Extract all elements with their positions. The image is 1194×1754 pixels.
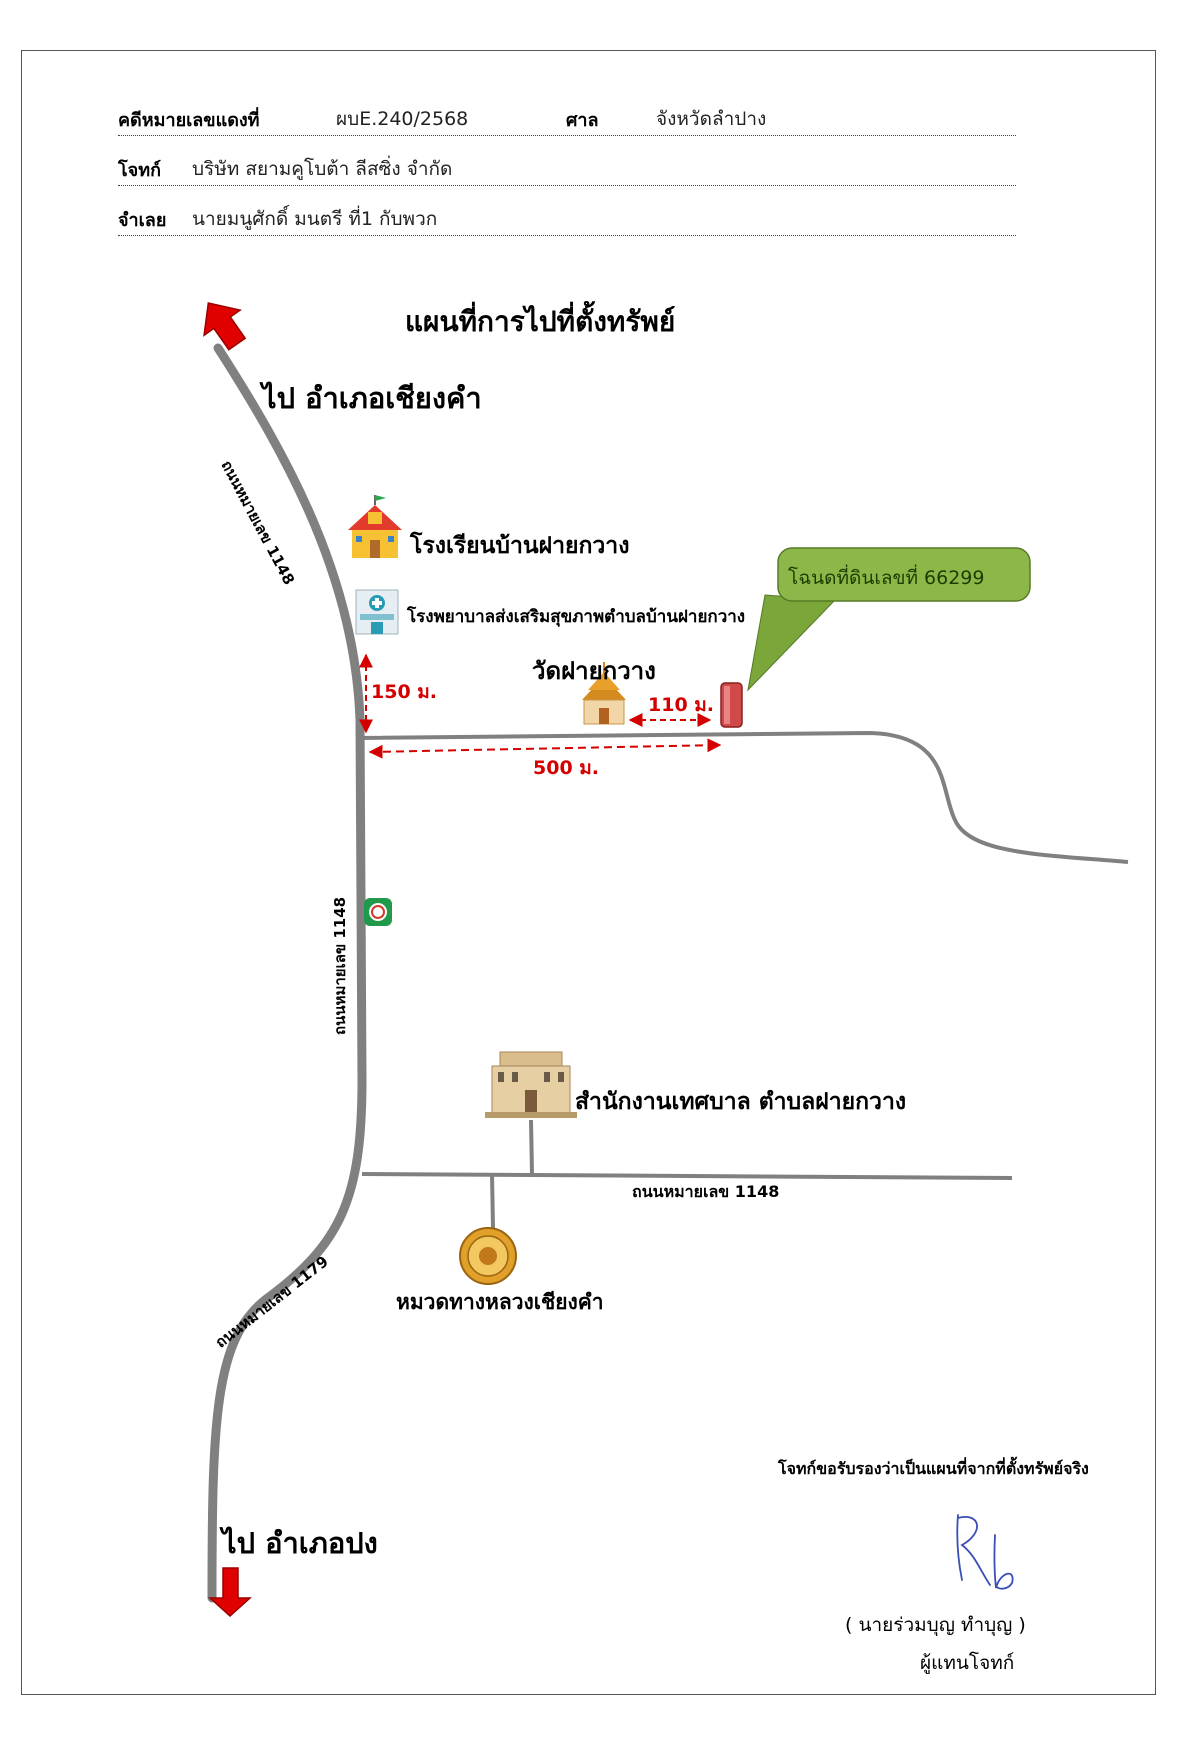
highway-office-label: หมวดทางหลวงเชียงคำ — [396, 1290, 604, 1314]
property-marker-icon — [720, 682, 743, 728]
case-row: คดีหมายเลขแดงที่ ผบE.240/2568 ศาล จังหวั… — [118, 107, 1016, 136]
north-arrow-icon — [203, 302, 247, 351]
east-road — [359, 730, 1129, 864]
hospital-label: โรงพยาบาลส่งเสริมสุขภาพตำบลบ้านฝายกวาง — [407, 607, 746, 627]
temple-label: วัดฝายกวาง — [532, 657, 656, 685]
highway-spur — [490, 1173, 495, 1229]
road-label-lower: ถนนหมายเลข 1148 — [632, 1182, 780, 1201]
highway-seal-icon — [459, 1227, 517, 1285]
plaintiff-row: โจทก์ บริษัท สยามคูโบต้า ลีสซิ่ง จำกัด — [118, 157, 1016, 186]
road-label-middle: ถนนหมายเลข 1148 — [331, 896, 349, 1035]
dist-110-label: 110 ม. — [648, 694, 715, 716]
south-arrow-icon — [208, 1567, 252, 1618]
document-frame — [21, 50, 1156, 1695]
case-label: คดีหมายเลขแดงที่ — [118, 110, 260, 131]
dist-150-label: 150 ม. — [371, 681, 438, 703]
court-label: ศาล — [566, 110, 599, 131]
school-icon — [348, 495, 402, 558]
to-south-label: ไป อำเภอปง — [222, 1526, 378, 1560]
signature-mark — [956, 1514, 1014, 1590]
deed-callout-label: โฉนดที่ดินเลขที่ 66299 — [788, 567, 985, 589]
dist-500-arrow — [368, 738, 722, 759]
municipal-label: สำนักงานเทศบาล ตำบลฝายกวาง — [575, 1089, 907, 1115]
signer-role: ผู้แทนโจทก์ — [920, 1652, 1015, 1674]
defendant-row: จำเลย นายมนูศักดิ์ มนตรี ที่1 กับพวก — [118, 207, 1016, 236]
plaintiff-value: บริษัท สยามคูโบต้า ลีสซิ่ง จำกัด — [192, 158, 453, 180]
temple-icon — [582, 662, 626, 725]
case-value: ผบE.240/2568 — [336, 108, 469, 130]
defendant-label: จำเลย — [118, 210, 167, 231]
defendant-value: นายมนูศักดิ์ มนตรี ที่1 กับพวก — [192, 208, 438, 230]
map-title: แผนที่การไปที่ตั้งทรัพย์ — [405, 305, 676, 338]
school-label: โรงเรียนบ้านฝายกวาง — [410, 533, 630, 559]
main-road — [207, 343, 367, 1603]
gas-station-icon — [364, 898, 392, 926]
certification-statement: โจทก์ขอรับรองว่าเป็นแผนที่จากที่ตั้งทรัพ… — [778, 1459, 1089, 1478]
municipal-spur — [529, 1119, 534, 1175]
court-value: จังหวัดลำปาง — [656, 108, 767, 130]
government-building-icon — [485, 1051, 577, 1118]
hospital-icon — [355, 589, 399, 635]
to-north-label: ไป อำเภอเชียงคำ — [262, 381, 482, 415]
lower-road — [361, 1172, 1013, 1180]
signer-name: ( นายร่วมบุญ ทำบุญ ) — [845, 1614, 1026, 1636]
dist-500-label: 500 ม. — [533, 757, 600, 779]
deed-callout — [747, 547, 1031, 692]
plaintiff-label: โจทก์ — [118, 160, 161, 181]
